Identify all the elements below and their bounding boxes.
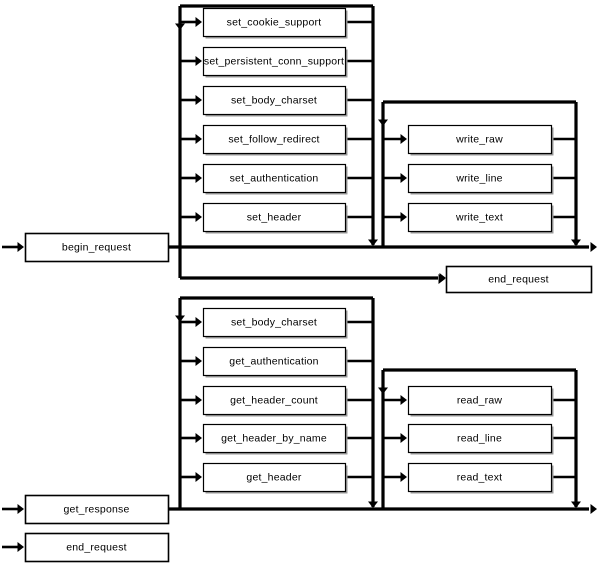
request-setters-call-arrow-icon-1 [195,56,202,66]
node-label: set_authentication [230,172,319,184]
entry-arrow-icon-get_response [17,504,24,514]
node-end_request_right[interactable]: end_request [445,265,593,294]
response-readers-entry-arrow-icon [378,387,388,394]
response-readers-call-arrow-icon-0 [400,395,407,405]
box-face [202,163,347,194]
node-label: set_header [247,211,302,223]
node-set-authentication-request-setters[interactable]: set_authentication [202,163,348,195]
node-label: get_header [246,471,301,483]
node-label: get_header_by_name [221,432,327,444]
response-getters-call-arrow-icon-0 [195,317,202,327]
node-label: begin_request [62,241,131,253]
box-face [24,532,170,563]
request-writers-call-arrow-icon-0 [400,134,407,144]
node-write-raw-request-writers[interactable]: write_raw [407,124,554,156]
response-getters-call-arrow-icon-1 [195,356,202,366]
box-face [202,346,347,377]
node-label: set_cookie_support [227,16,322,28]
top-main-terminus-arrow-icon [590,242,597,252]
box-face [407,124,553,155]
node-read-raw-response-readers[interactable]: read_raw [407,385,554,417]
node-label: read_raw [457,394,503,406]
request-writers-call-arrow-icon-2 [400,212,407,222]
response-getters-return-arrow-icon [368,501,378,508]
request-setters-call-arrow-icon-4 [195,173,202,183]
node-get_response[interactable]: get_response [24,494,170,525]
box-face [202,423,347,454]
box-face [407,385,553,416]
response-getters-call-arrow-icon-4 [195,472,202,482]
node-label: set_body_charset [231,94,317,106]
request-setters-call-arrow-icon-5 [195,212,202,222]
node-label: read_line [457,432,502,444]
node-read-text-response-readers[interactable]: read_text [407,462,554,494]
node-label: get_response [63,503,129,515]
node-write-line-request-writers[interactable]: write_line [407,163,554,195]
box-face [202,202,347,233]
node-get-header-count-response-getters[interactable]: get_header_count [202,385,348,417]
box-face [202,7,347,38]
response-readers-call-arrow-icon-2 [400,472,407,482]
box-face [445,265,593,294]
box-face [202,85,347,116]
request-writers-return-arrow-icon [571,239,581,246]
node-label: set_body_charset [231,316,317,328]
node-label: read_text [457,471,503,483]
response-readers-return-arrow-icon [571,501,581,508]
entry-arrow-icon-end_request_bottom [17,542,24,552]
box-face [202,462,347,493]
entry-arrow-icon-begin_request [17,242,24,252]
box-face [407,202,553,233]
node-set-body-charset-response-getters[interactable]: set_body_charset [202,307,348,339]
node-begin_request[interactable]: begin_request [24,232,170,263]
node-label: set_persistent_conn_support [204,55,344,67]
request-setters-call-arrow-icon-0 [195,17,202,27]
box-face [202,46,347,77]
box-face [202,385,347,416]
node-label: write_line [455,172,502,184]
node-label: end_request [66,541,127,553]
request-setters-call-arrow-icon-2 [195,95,202,105]
box-face [407,163,553,194]
request-setters-call-arrow-icon-3 [195,134,202,144]
node-end_request_bottom[interactable]: end_request [24,532,170,563]
box-face [24,494,170,525]
request-writers-call-arrow-icon-1 [400,173,407,183]
box-face [407,462,553,493]
node-set-cookie-support-request-setters[interactable]: set_cookie_support [202,7,348,39]
request-setters-return-arrow-icon [368,239,378,246]
box-face [407,423,553,454]
response-readers-call-arrow-icon-1 [400,433,407,443]
node-label: write_raw [455,133,503,145]
node-set-persistent-conn-support-request-setters[interactable]: set_persistent_conn_support [202,46,348,78]
response-getters-call-arrow-icon-3 [195,433,202,443]
node-set-follow-redirect-request-setters[interactable]: set_follow_redirect [202,124,348,156]
response-getters-entry-arrow-icon [175,315,185,322]
bottom-main-terminus-arrow-icon [590,504,597,514]
node-label: set_follow_redirect [228,133,319,145]
entry-arrow-icon-end_request_right [438,274,445,284]
box-face [24,232,170,263]
box-face [202,307,347,338]
node-set-body-charset-request-setters[interactable]: set_body_charset [202,85,348,117]
node-label: get_authentication [229,355,318,367]
node-label: write_text [455,211,503,223]
node-get-header-response-getters[interactable]: get_header [202,462,348,494]
response-getters-call-arrow-icon-2 [195,395,202,405]
box-face [202,124,347,155]
node-write-text-request-writers[interactable]: write_text [407,202,554,234]
node-get-authentication-response-getters[interactable]: get_authentication [202,346,348,378]
node-get-header-by-name-response-getters[interactable]: get_header_by_name [202,423,348,455]
request-setters-entry-arrow-icon [175,23,185,30]
node-read-line-response-readers[interactable]: read_line [407,423,554,455]
node-label: get_header_count [230,394,318,406]
request-writers-entry-arrow-icon [378,119,388,126]
node-label: end_request [488,273,549,285]
node-set-header-request-setters[interactable]: set_header [202,202,348,234]
